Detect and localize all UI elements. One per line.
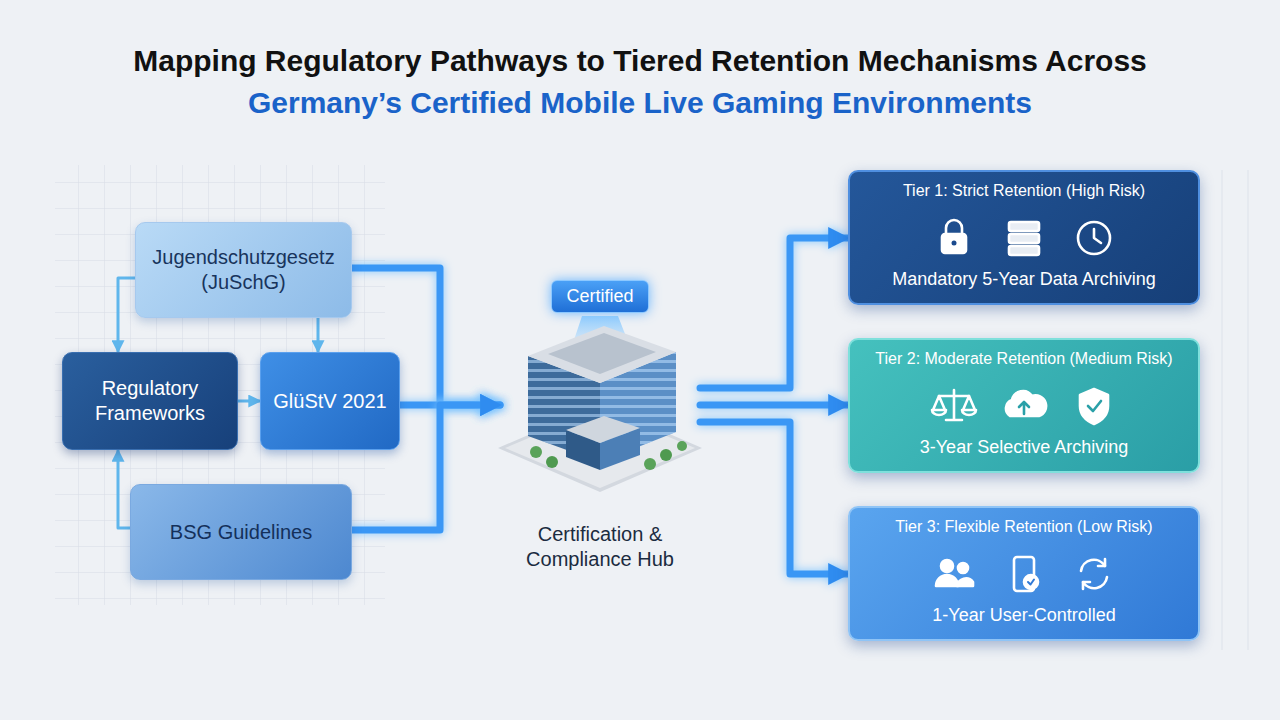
sync-icon-part xyxy=(1083,577,1107,588)
shield-icon xyxy=(1080,389,1108,424)
node-heading: BSG Guidelines xyxy=(143,520,339,545)
tier-box: Tier 1: Strict Retention (High Risk) Mand… xyxy=(848,170,1200,305)
building-illustration-part xyxy=(548,333,656,374)
sync-icon-part xyxy=(1098,559,1105,566)
lock-icon-part xyxy=(946,220,962,234)
framework-box: GlüStV 2021 xyxy=(260,352,400,450)
scales-icon-part xyxy=(932,396,946,415)
connector-arrow xyxy=(700,402,848,409)
node-body: 1-Year User-Controlled xyxy=(862,605,1186,626)
server-icon-part xyxy=(1009,234,1039,243)
building-illustration-part xyxy=(546,456,558,468)
lock-icon-part xyxy=(942,234,966,253)
framework-box: Regulatory Frameworks xyxy=(62,352,238,450)
node-heading: GlüStV 2021 xyxy=(273,389,387,414)
node-body: Mandatory 5-Year Data Archiving xyxy=(862,269,1186,290)
building-illustration-part xyxy=(530,446,542,458)
lock-icon-part xyxy=(952,241,957,246)
title: Mapping Regulatory Pathways to Tiered Re… xyxy=(0,44,1280,78)
building-illustration-part xyxy=(570,316,632,352)
connector-arrow xyxy=(700,422,848,574)
cloud-icon-part xyxy=(1019,402,1029,414)
people-icon-part xyxy=(957,578,973,586)
node-heading: Jugendschutzgesetz (JuSchG) xyxy=(148,245,339,295)
people-icon-part xyxy=(941,560,953,572)
hub-node: CertifiedCertification & Compliance Hub xyxy=(500,280,700,572)
clock-icon-part xyxy=(1094,229,1101,243)
scales-icon-part xyxy=(939,390,969,420)
building-illustration-part xyxy=(528,326,676,383)
node-heading: Tier 2: Moderate Retention (Medium Risk) xyxy=(862,350,1186,368)
connector-arrow xyxy=(238,400,260,403)
tier-icons xyxy=(932,220,1110,591)
server-icon-part xyxy=(1009,222,1039,231)
clock-icon-part xyxy=(1078,222,1110,254)
connector-arrow xyxy=(118,450,130,528)
connector-arrow xyxy=(118,278,135,352)
lock-icon xyxy=(942,220,966,253)
node-heading: Tier 3: Flexible Retention (Low Risk) xyxy=(862,518,1186,536)
people-icon-part xyxy=(958,563,968,573)
cloud-icon-part xyxy=(1006,391,1046,416)
building-illustration-part xyxy=(498,404,702,492)
framework-box: Jugendschutzgesetz (JuSchG) xyxy=(135,222,352,318)
building-illustration-part xyxy=(600,352,676,462)
sync-icon-part xyxy=(1083,582,1090,589)
cloud-icon xyxy=(1006,391,1046,416)
people-icon-part xyxy=(936,575,958,586)
grid-line xyxy=(1248,170,1249,650)
building-illustration-part xyxy=(566,416,640,443)
phone-icon-part xyxy=(1024,575,1038,589)
building-illustration-part xyxy=(600,352,676,462)
server-icon-part xyxy=(1009,246,1039,255)
shield-icon-part xyxy=(1080,389,1108,424)
building-illustration-part xyxy=(566,430,600,470)
node-body: Certification & Compliance Hub xyxy=(505,522,695,572)
building-illustration-part xyxy=(644,458,656,470)
node-body: 3-Year Selective Archiving xyxy=(862,437,1186,458)
building-illustration-part xyxy=(528,356,600,462)
scales-icon xyxy=(932,390,976,420)
node-heading: Tier 1: Strict Retention (High Risk) xyxy=(862,182,1186,200)
clock-icon xyxy=(1078,222,1110,254)
phone-icon xyxy=(1014,557,1038,591)
shield-icon-part xyxy=(1088,401,1101,411)
tier-box: Tier 3: Flexible Retention (Low Risk) 1-Y… xyxy=(848,506,1200,641)
tier-box: Tier 2: Moderate Retention (Medium Risk)… xyxy=(848,338,1200,473)
scales-icon-part xyxy=(962,396,976,415)
building-illustration-part xyxy=(600,428,640,470)
server-icon xyxy=(1009,222,1039,255)
building-illustration-part xyxy=(505,408,695,488)
grid-line xyxy=(1222,170,1223,650)
framework-box: BSG Guidelines xyxy=(130,484,352,580)
subtitle: Germany’s Certified Mobile Live Gaming E… xyxy=(0,86,1280,120)
building-illustration-part xyxy=(677,441,687,451)
phone-icon-part xyxy=(1014,557,1034,591)
sync-icon xyxy=(1081,559,1107,589)
node-heading: Certified xyxy=(551,280,648,313)
building-illustration-part xyxy=(528,356,600,462)
node-heading: Regulatory Frameworks xyxy=(75,376,225,426)
building-illustration xyxy=(498,316,702,492)
phone-icon-part xyxy=(1028,580,1034,585)
connector-arrow xyxy=(700,238,848,388)
sync-icon-part xyxy=(1081,560,1105,571)
people-icon xyxy=(936,560,973,586)
connector-arrow xyxy=(317,318,320,352)
building-illustration-part xyxy=(660,449,672,461)
